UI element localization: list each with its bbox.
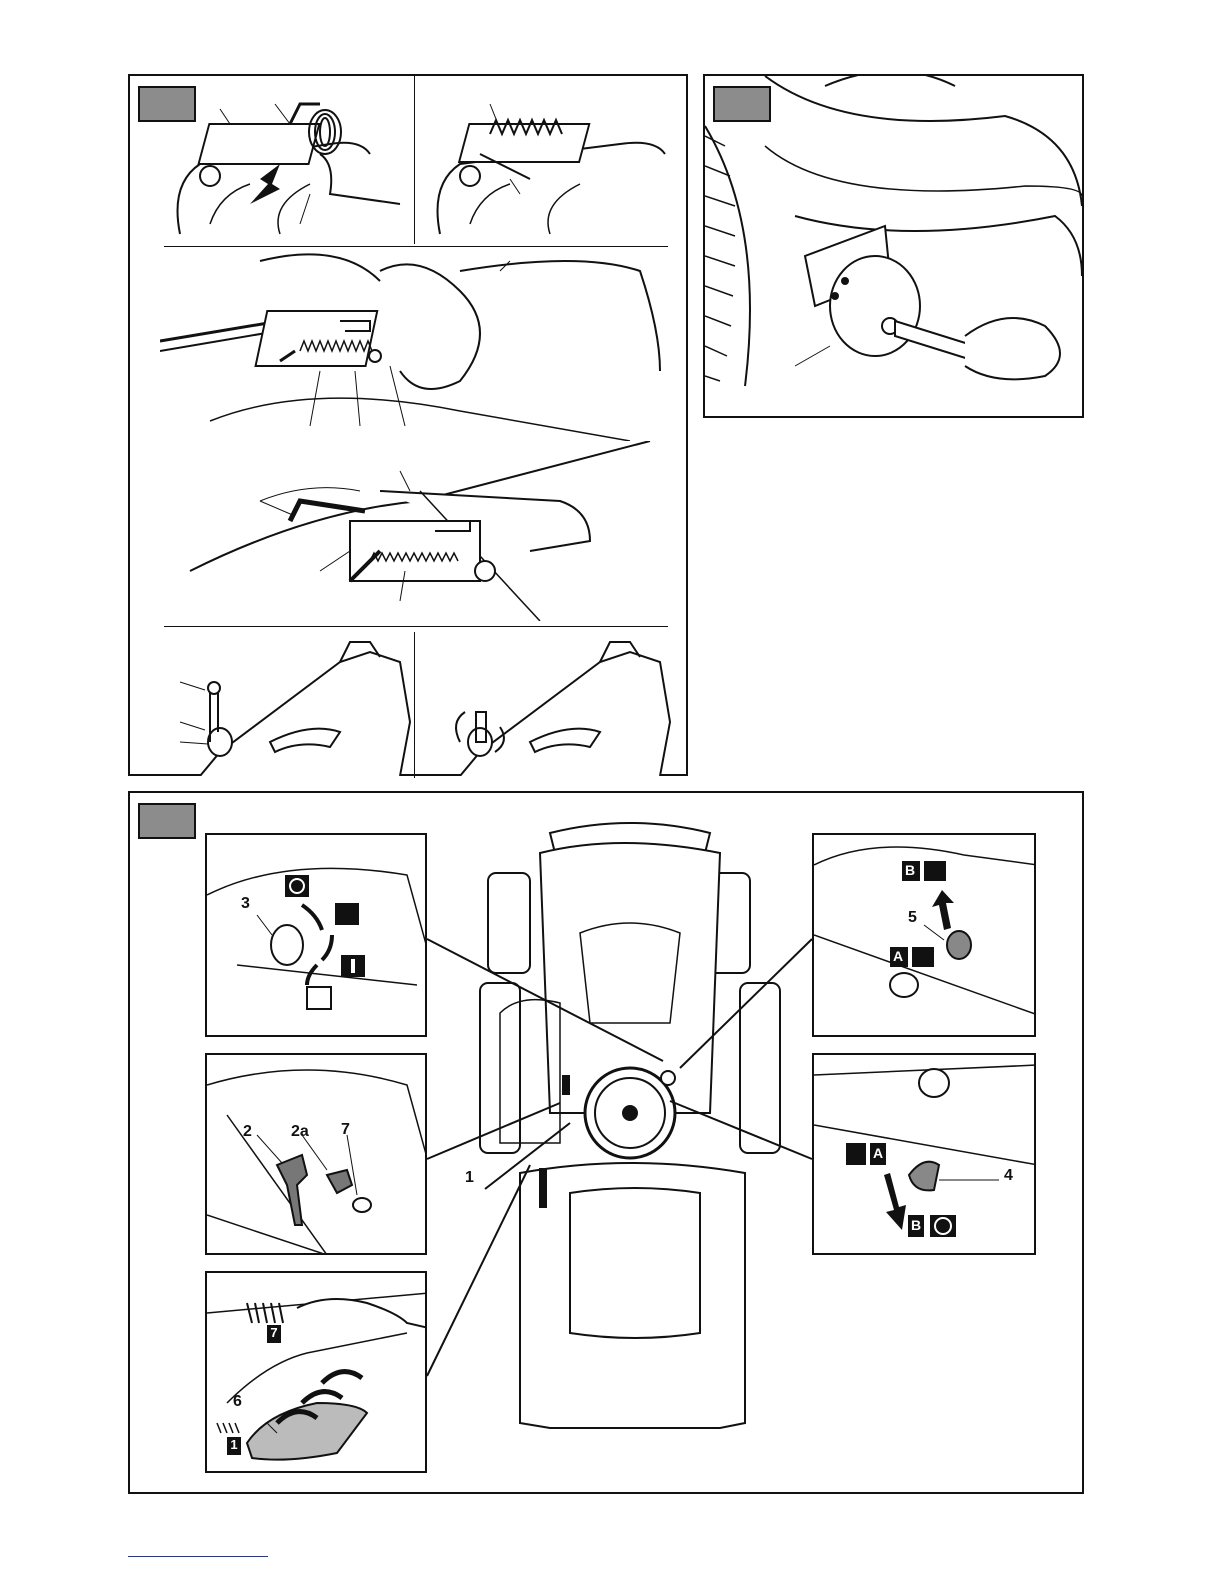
- spring-tensioned-illustration: [420, 84, 670, 246]
- connector-height: [427, 1165, 530, 1376]
- figure-controls: 3 2 2a 7 6 7 1: [128, 791, 1084, 1494]
- wheel-hub-illustration: [705, 76, 1082, 416]
- tire-tread-icon: [705, 136, 735, 381]
- connector-ignition: [427, 939, 663, 1061]
- chute-bracket-pin-illustration: [160, 441, 670, 621]
- callout-1: 1: [465, 1169, 474, 1187]
- connector-parking: [670, 1101, 812, 1159]
- hand-icon: [965, 318, 1060, 379]
- spring-hook-illustration: [160, 84, 410, 246]
- figure-wheel-hub: [703, 74, 1084, 418]
- connector-blade: [680, 939, 812, 1068]
- pin-insert-illustration: [160, 632, 414, 776]
- connector-seat-lever: [485, 1123, 570, 1189]
- rotate-arrow-icon: [456, 712, 465, 742]
- horizontal-divider: [164, 246, 668, 247]
- footer-rule: [128, 1556, 268, 1557]
- vertical-divider: [414, 632, 415, 778]
- chute-bracket-hold-illustration: [160, 251, 670, 441]
- connector-lines: [130, 793, 1082, 1492]
- pin-secure-illustration: [420, 632, 674, 776]
- push-arrow-icon: [250, 164, 280, 204]
- connector-levers: [427, 1103, 560, 1159]
- horizontal-divider: [164, 626, 668, 627]
- wheel-hub-icon: [830, 256, 920, 356]
- hand-icon: [380, 264, 480, 389]
- vertical-divider: [414, 76, 415, 244]
- figure-assembly-steps: [128, 74, 688, 776]
